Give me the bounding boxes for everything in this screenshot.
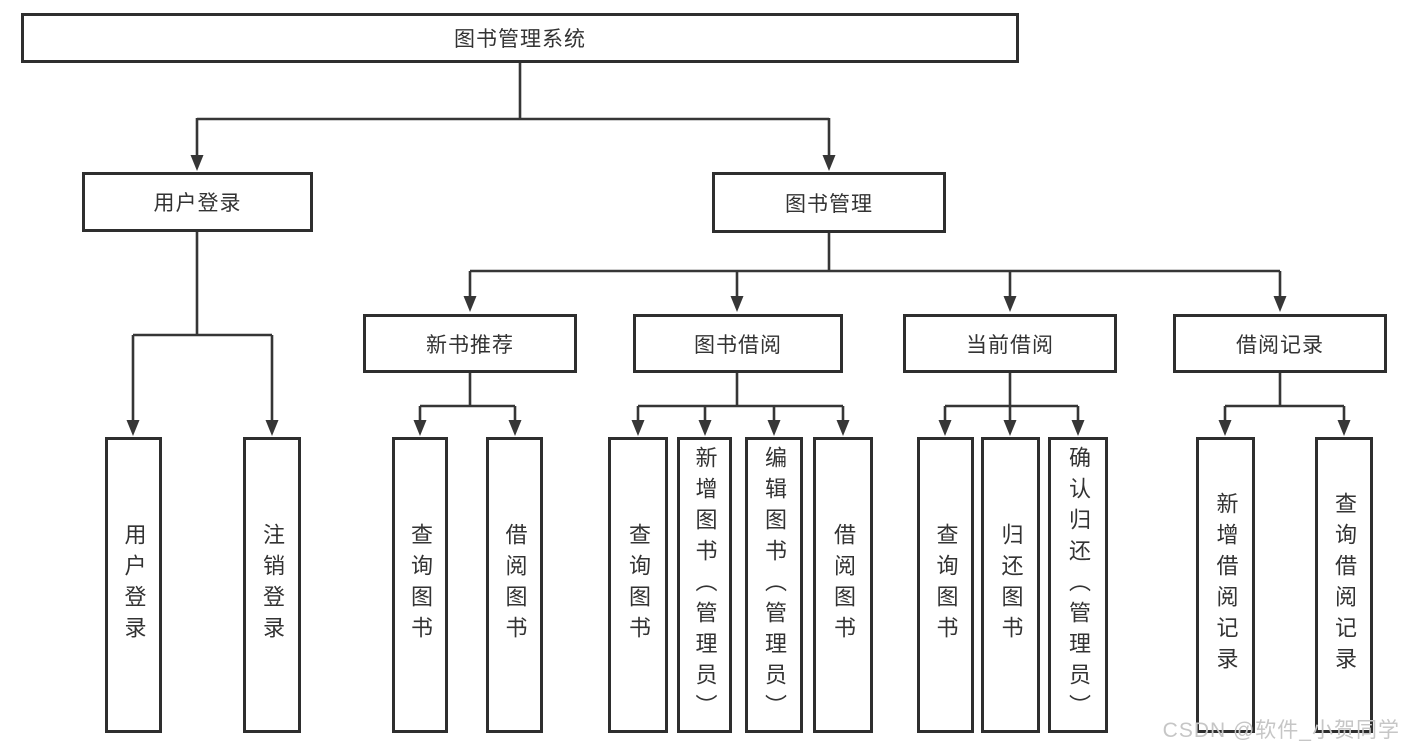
leaf-query-books-2: 查询图书 xyxy=(608,437,668,733)
leaf-label: 新增借阅记录 xyxy=(1213,492,1239,678)
leaf-borrow-books-2: 借阅图书 xyxy=(813,437,873,733)
leaf-label: 新增图书（管理员） xyxy=(692,445,718,725)
leaf-label: 查询图书 xyxy=(408,523,433,647)
leaf-borrow-books-1: 借阅图书 xyxy=(486,437,543,733)
leaf-label: 查询图书 xyxy=(933,523,959,647)
node-user-login: 用户登录 xyxy=(82,172,313,232)
leaf-return-books: 归还图书 xyxy=(981,437,1040,733)
node-borrow-records-label: 借阅记录 xyxy=(1236,333,1324,357)
node-book-management-label: 图书管理 xyxy=(785,192,873,216)
node-new-book-recommend: 新书推荐 xyxy=(363,314,577,373)
node-current-borrow: 当前借阅 xyxy=(903,314,1117,373)
leaf-label: 注销登录 xyxy=(260,523,285,647)
leaf-label: 用户登录 xyxy=(121,523,147,647)
leaf-confirm-return-admin: 确认归还（管理员） xyxy=(1048,437,1108,733)
leaf-user-login: 用户登录 xyxy=(105,437,162,733)
node-book-borrow: 图书借阅 xyxy=(633,314,843,373)
leaf-logout: 注销登录 xyxy=(243,437,301,733)
node-current-borrow-label: 当前借阅 xyxy=(966,333,1054,357)
node-book-management: 图书管理 xyxy=(712,172,946,233)
leaf-query-books-1: 查询图书 xyxy=(392,437,448,733)
leaf-query-books-3: 查询图书 xyxy=(917,437,974,733)
node-borrow-records: 借阅记录 xyxy=(1173,314,1387,373)
node-book-borrow-label: 图书借阅 xyxy=(694,333,782,357)
leaf-query-borrow-record: 查询借阅记录 xyxy=(1315,437,1373,733)
leaf-label: 编辑图书（管理员） xyxy=(762,445,787,725)
node-new-book-recommend-label: 新书推荐 xyxy=(426,333,514,357)
arrowheads xyxy=(126,155,1351,436)
node-root-label: 图书管理系统 xyxy=(454,28,586,51)
leaf-label: 归还图书 xyxy=(998,523,1024,647)
leaf-label: 确认归还（管理员） xyxy=(1066,445,1091,725)
csdn-watermark: CSDN @软件_小贺同学 xyxy=(1162,719,1400,742)
leaf-label: 借阅图书 xyxy=(831,523,856,647)
leaf-label: 借阅图书 xyxy=(502,523,528,647)
leaf-label: 查询图书 xyxy=(626,523,651,647)
leaf-edit-books-admin: 编辑图书（管理员） xyxy=(745,437,803,733)
leaf-add-books-admin: 新增图书（管理员） xyxy=(677,437,732,733)
node-root: 图书管理系统 xyxy=(21,13,1019,63)
leaf-label: 查询借阅记录 xyxy=(1332,492,1357,678)
node-user-login-label: 用户登录 xyxy=(153,192,242,215)
leaf-add-borrow-record: 新增借阅记录 xyxy=(1196,437,1255,733)
